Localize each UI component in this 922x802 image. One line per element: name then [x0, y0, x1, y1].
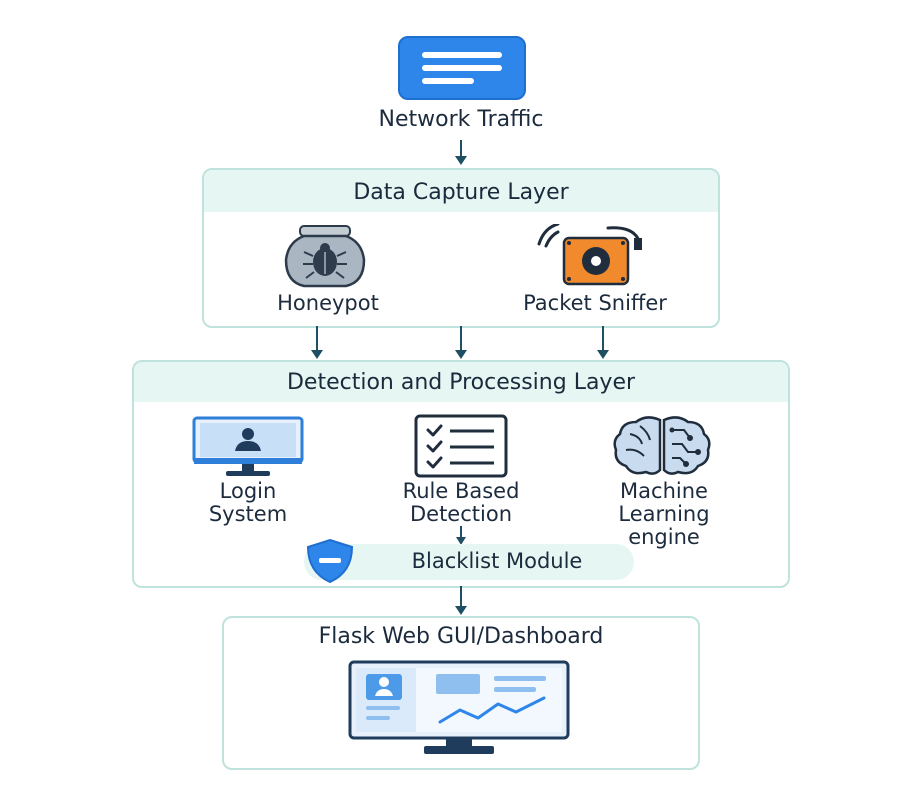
network-traffic-icon: [398, 36, 526, 100]
dashboard-title: Flask Web GUI/Dashboard: [318, 624, 604, 649]
machine-learning-engine-label: Machine Learning engine: [618, 479, 710, 549]
blacklist-module-label: Blacklist Module: [411, 549, 583, 573]
dashboard-monitor-icon: [348, 660, 570, 756]
arrow-traffic-to-capture: [455, 140, 467, 165]
shield-icon: [304, 538, 356, 584]
login-monitor-icon: [192, 416, 304, 478]
honeypot-label: Honeypot: [277, 291, 379, 315]
detection-processing-layer-title: Detection and Processing Layer: [286, 370, 636, 395]
arrow-rule-to-blacklist: [456, 526, 466, 545]
packet-sniffer-icon: [536, 224, 646, 286]
blacklist-module-pill: [304, 544, 634, 580]
arrow-capture-to-detection-center: [455, 326, 467, 359]
network-traffic-label: Network Traffic: [378, 107, 544, 132]
packet-sniffer-label: Packet Sniffer: [523, 291, 667, 315]
arrow-capture-to-detection-right: [597, 326, 609, 359]
checklist-icon: [414, 414, 508, 478]
brain-circuit-icon: [610, 414, 714, 478]
arrow-capture-to-detection-left: [311, 326, 323, 359]
honeypot-jar-bug-icon: [278, 224, 372, 290]
arrow-detection-to-dashboard: [455, 586, 467, 615]
login-system-label: Login System: [208, 479, 288, 526]
rule-based-detection-label: Rule Based Detection: [402, 479, 520, 526]
data-capture-layer-title: Data Capture Layer: [353, 180, 569, 205]
